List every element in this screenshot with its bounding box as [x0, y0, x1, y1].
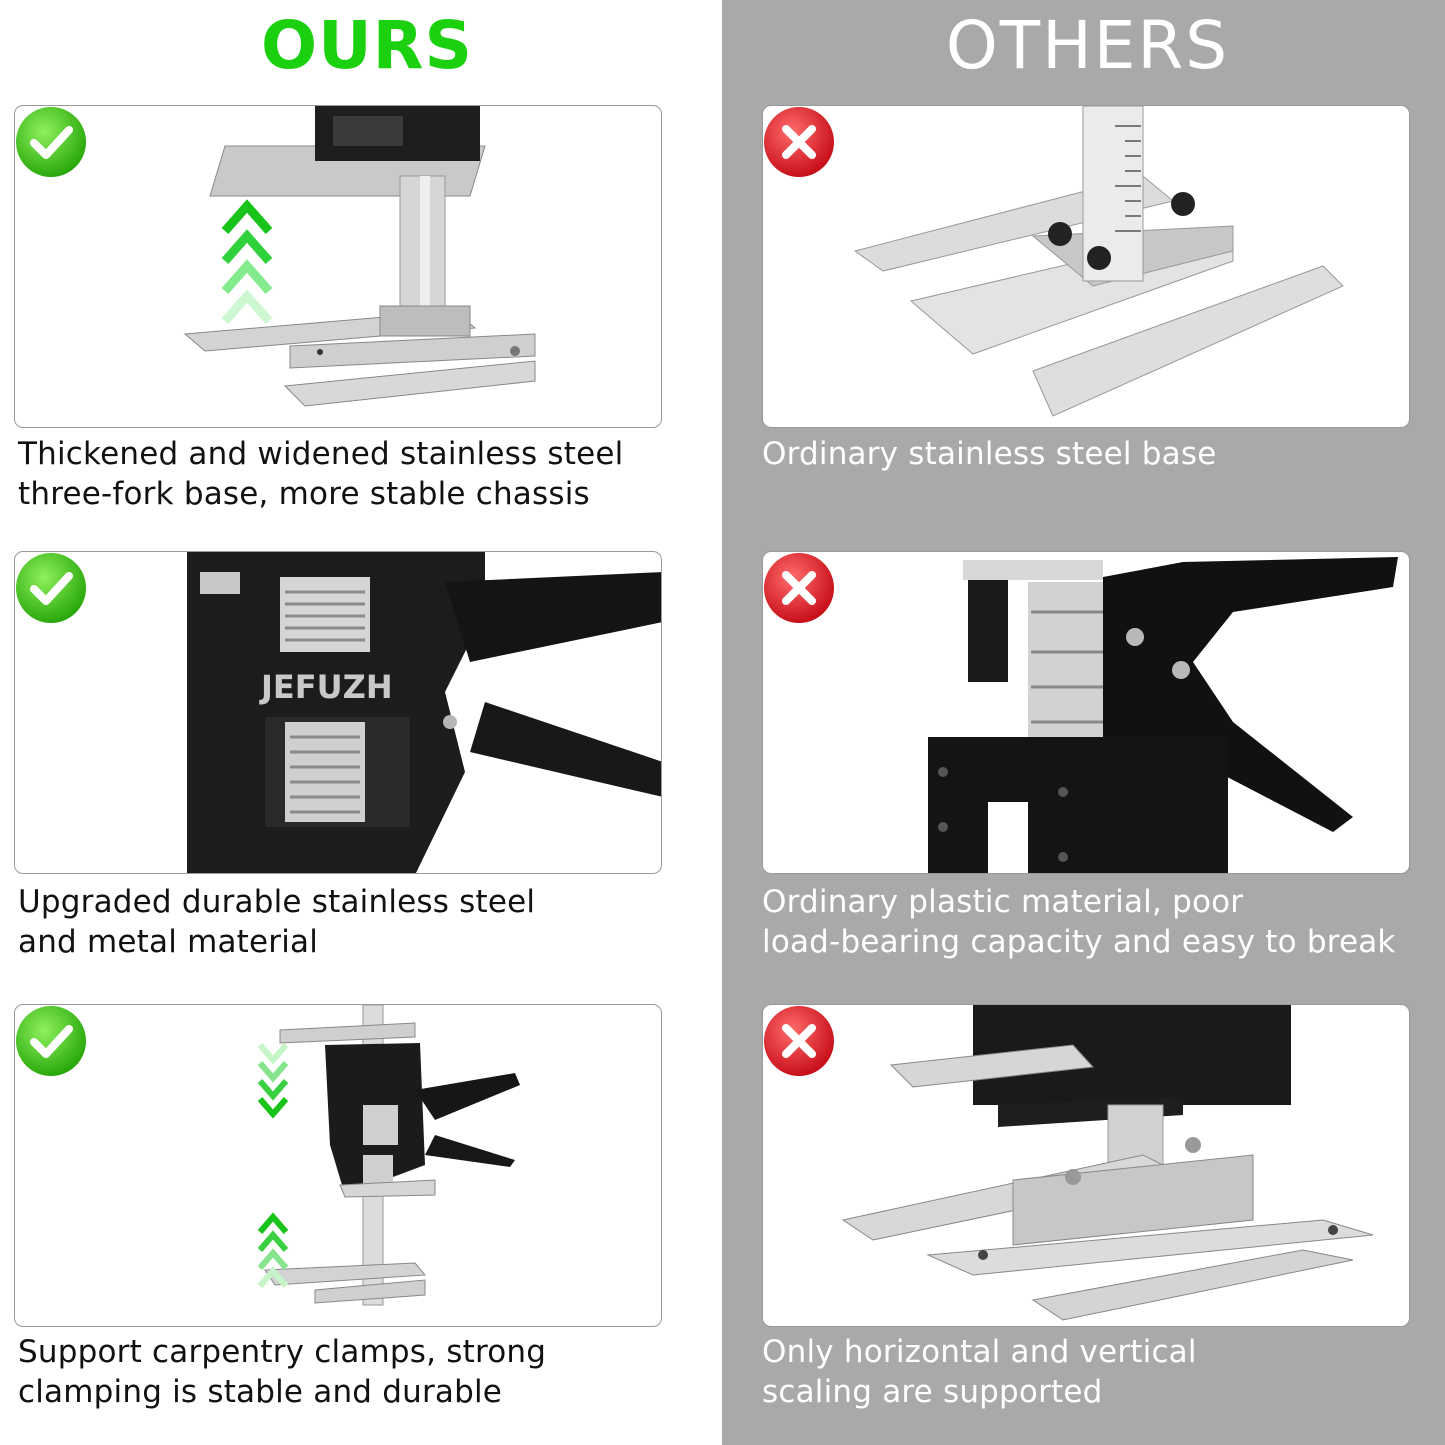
scaling-base-illustration [841, 1005, 1374, 1321]
ours-heading: OURS [260, 7, 474, 84]
clamp-lifter-illustration [257, 1005, 520, 1306]
others-panel-scaling [762, 1004, 1410, 1327]
ours-caption-base-line2: three-fork base, more stable chassis [18, 476, 590, 512]
ours-caption-material-line2: and metal material [18, 924, 319, 960]
metal-lifter-illustration: JEFUZH [187, 552, 661, 873]
plastic-lifter-illustration [928, 557, 1398, 873]
others-caption-material: Ordinary plastic material, poor load-bea… [762, 882, 1442, 962]
ours-panel-clamp [14, 1004, 662, 1327]
others-caption-scaling-line2: scaling are supported [762, 1374, 1103, 1410]
others-caption-base-line1: Ordinary stainless steel base [762, 436, 1217, 472]
ours-caption-material-line1: Upgraded durable stainless steel [18, 884, 536, 920]
up-arrows-icon [257, 1212, 289, 1288]
ordinary-base-illustration [853, 106, 1344, 417]
others-caption-scaling-line1: Only horizontal and vertical [762, 1334, 1197, 1370]
down-arrows-icon [257, 1043, 289, 1119]
ours-caption-base: Thickened and widened stainless steel th… [18, 434, 718, 514]
up-arrows-icon [221, 199, 273, 324]
others-caption-material-line2: load-bearing capacity and easy to break [762, 924, 1396, 960]
ours-panel-base [14, 105, 662, 428]
ours-caption-clamp-line2: clamping is stable and durable [18, 1374, 503, 1410]
ours-caption-material: Upgraded durable stainless steel and met… [18, 882, 718, 962]
others-caption-scaling: Only horizontal and vertical scaling are… [762, 1332, 1442, 1412]
others-heading: OTHERS [945, 7, 1230, 84]
others-panel-material [762, 551, 1410, 874]
ours-caption-clamp-line1: Support carpentry clamps, strong [18, 1334, 547, 1370]
three-fork-base-illustration [183, 106, 536, 407]
red-cross-icon [764, 553, 834, 623]
ours-caption-clamp: Support carpentry clamps, strong clampin… [18, 1332, 718, 1412]
others-caption-base: Ordinary stainless steel base [762, 434, 1442, 474]
green-check-icon [16, 107, 86, 177]
red-cross-icon [764, 107, 834, 177]
green-check-icon [16, 553, 86, 623]
others-caption-material-line1: Ordinary plastic material, poor [762, 884, 1244, 920]
others-panel-base [762, 105, 1410, 428]
ours-panel-material: JEFUZH [14, 551, 662, 874]
green-check-icon [16, 1006, 86, 1076]
red-cross-icon [764, 1006, 834, 1076]
brand-label: JEFUZH [259, 668, 393, 706]
ours-caption-base-line1: Thickened and widened stainless steel [18, 436, 624, 472]
